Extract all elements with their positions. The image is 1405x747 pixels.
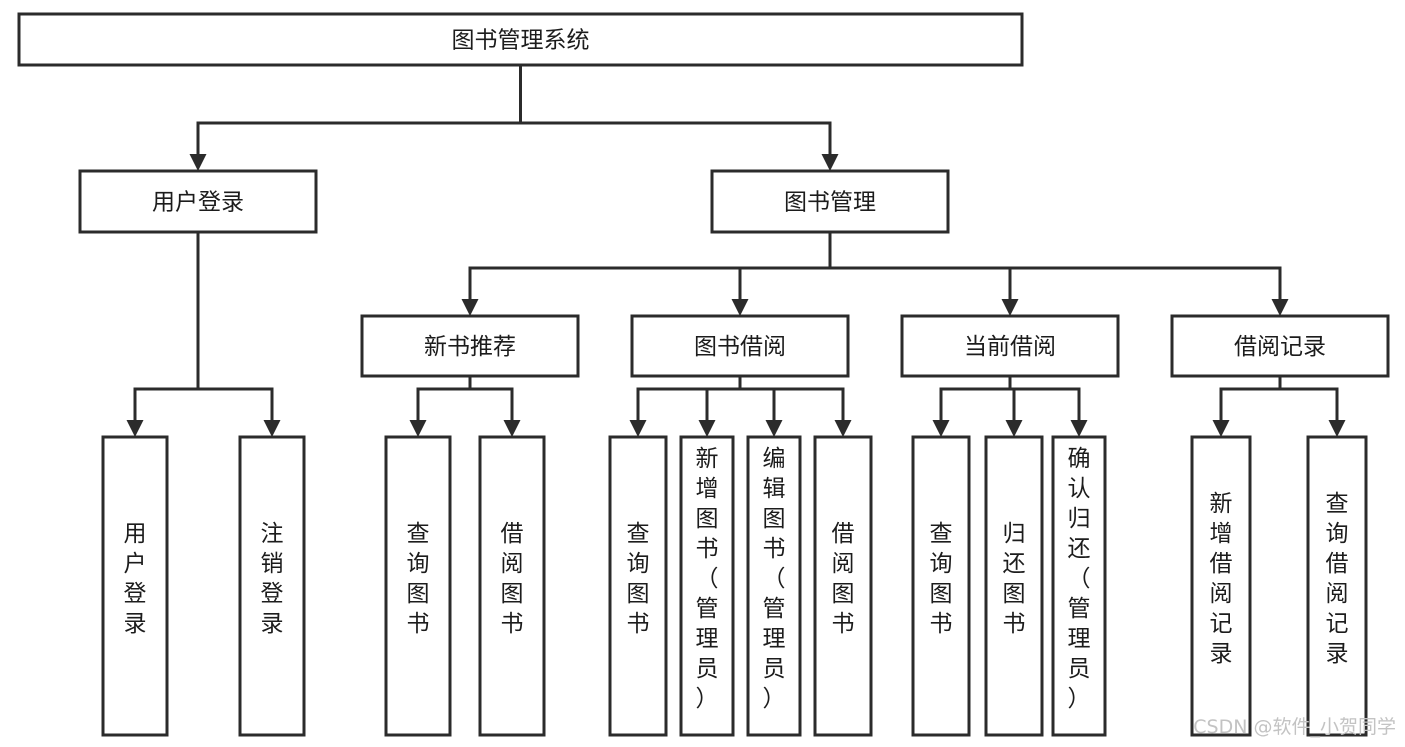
node-box-user-login <box>78 169 318 234</box>
arrow-head-icon <box>698 420 716 437</box>
node-label-book-manage: 图书管理 <box>784 190 876 216</box>
node-box-current-borrow <box>900 314 1120 378</box>
arrow-head-icon <box>409 420 427 437</box>
arrow-head-icon <box>765 420 783 437</box>
connector-group-borrow-record <box>1212 374 1346 437</box>
connector-group-book-borrow <box>629 374 852 437</box>
node-box-book-borrow <box>630 314 850 378</box>
node-box-new-book-rec <box>360 314 580 378</box>
node-box-leaf-query-book-borrow <box>608 435 668 737</box>
node-new-book-rec[interactable]: 新书推荐 <box>360 314 580 378</box>
connector-group-root <box>189 63 839 171</box>
node-box-leaf-user-login <box>101 435 169 737</box>
arrow-head-icon <box>1328 420 1346 437</box>
node-leaf-query-book-rec[interactable]: 查询图书 <box>384 435 452 737</box>
node-box-leaf-edit-book <box>746 435 802 737</box>
node-label-new-book-rec: 新书推荐 <box>424 334 516 360</box>
arrow-head-icon <box>1070 420 1088 437</box>
node-leaf-query-book-cur[interactable]: 查询图书 <box>911 435 971 737</box>
arrow-head-icon <box>1212 420 1230 437</box>
node-leaf-add-book[interactable]: 新增图书（管理员） <box>679 435 735 737</box>
node-box-leaf-query-record <box>1306 435 1368 737</box>
node-box-leaf-query-book-cur <box>911 435 971 737</box>
node-box-leaf-add-book <box>679 435 735 737</box>
node-leaf-return-book[interactable]: 归还图书 <box>984 435 1044 737</box>
arrow-head-icon <box>731 299 749 316</box>
node-layer: 图书管理系统用户登录图书管理新书推荐图书借阅当前借阅借阅记录用户登录注销登录查询… <box>17 12 1390 737</box>
node-leaf-query-book-borrow[interactable]: 查询图书 <box>608 435 668 737</box>
node-label-leaf-query-record: 查询借阅记录 <box>1326 491 1349 667</box>
node-label-leaf-query-book-rec: 查询图书 <box>407 521 430 637</box>
node-box-leaf-add-record <box>1190 435 1252 737</box>
node-label-leaf-logout: 注销登录 <box>261 521 284 637</box>
arrow-head-icon <box>503 420 521 437</box>
arrow-head-icon <box>1271 299 1289 316</box>
node-label-leaf-user-login: 用户登录 <box>124 521 147 637</box>
node-box-leaf-query-book-rec <box>384 435 452 737</box>
arrow-head-icon <box>932 420 950 437</box>
connector-group-new-book-rec <box>409 374 521 437</box>
node-label-user-login: 用户登录 <box>152 190 244 216</box>
node-label-book-borrow: 图书借阅 <box>694 334 786 360</box>
node-label-leaf-edit-book: 编辑图书（管理员） <box>763 446 786 712</box>
node-borrow-record[interactable]: 借阅记录 <box>1170 314 1390 378</box>
node-label-leaf-query-book-borrow: 查询图书 <box>627 521 650 637</box>
node-root[interactable]: 图书管理系统 <box>17 12 1024 67</box>
node-label-borrow-record: 借阅记录 <box>1234 334 1326 360</box>
node-book-manage[interactable]: 图书管理 <box>710 169 950 234</box>
node-current-borrow[interactable]: 当前借阅 <box>900 314 1120 378</box>
node-label-leaf-confirm-return: 确认归还（管理员） <box>1068 446 1091 712</box>
node-box-leaf-borrow-book <box>813 435 873 737</box>
node-label-leaf-return-book: 归还图书 <box>1003 521 1026 637</box>
node-leaf-edit-book[interactable]: 编辑图书（管理员） <box>746 435 802 737</box>
node-label-leaf-borrow-book-rec: 借阅图书 <box>501 521 524 637</box>
node-box-leaf-confirm-return <box>1051 435 1107 737</box>
arrow-head-icon <box>1005 420 1023 437</box>
node-label-leaf-query-book-cur: 查询图书 <box>930 521 953 637</box>
node-box-leaf-borrow-book-rec <box>478 435 546 737</box>
arrow-head-icon <box>821 154 839 171</box>
node-box-borrow-record <box>1170 314 1390 378</box>
node-label-current-borrow: 当前借阅 <box>964 334 1056 360</box>
arrow-head-icon <box>189 154 207 171</box>
arrow-head-icon <box>461 299 479 316</box>
csdn-watermark: CSDN @软件_小贺同学 <box>1193 716 1396 738</box>
node-label-leaf-add-book: 新增图书（管理员） <box>696 446 719 712</box>
arrow-head-icon <box>1001 299 1019 316</box>
node-leaf-user-login[interactable]: 用户登录 <box>101 435 169 737</box>
node-box-root <box>17 12 1024 67</box>
connector-layer <box>126 63 1346 437</box>
arrow-head-icon <box>126 420 144 437</box>
node-book-borrow[interactable]: 图书借阅 <box>630 314 850 378</box>
connector-group-book-manage <box>461 230 1289 316</box>
arrow-head-icon <box>263 420 281 437</box>
node-box-leaf-return-book <box>984 435 1044 737</box>
connector-group-user-login <box>126 230 281 437</box>
node-leaf-borrow-book[interactable]: 借阅图书 <box>813 435 873 737</box>
node-label-leaf-add-record: 新增借阅记录 <box>1210 491 1233 667</box>
arrow-head-icon <box>629 420 647 437</box>
node-box-leaf-logout <box>238 435 306 737</box>
node-box-book-manage <box>710 169 950 234</box>
node-user-login[interactable]: 用户登录 <box>78 169 318 234</box>
node-leaf-borrow-book-rec[interactable]: 借阅图书 <box>478 435 546 737</box>
node-leaf-add-record[interactable]: 新增借阅记录 <box>1190 435 1252 737</box>
node-leaf-logout[interactable]: 注销登录 <box>238 435 306 737</box>
node-label-root: 图书管理系统 <box>452 28 590 54</box>
node-leaf-query-record[interactable]: 查询借阅记录 <box>1306 435 1368 737</box>
arrow-head-icon <box>834 420 852 437</box>
node-leaf-confirm-return[interactable]: 确认归还（管理员） <box>1051 435 1107 737</box>
node-label-leaf-borrow-book: 借阅图书 <box>832 521 855 637</box>
connector-group-current-borrow <box>932 374 1088 437</box>
